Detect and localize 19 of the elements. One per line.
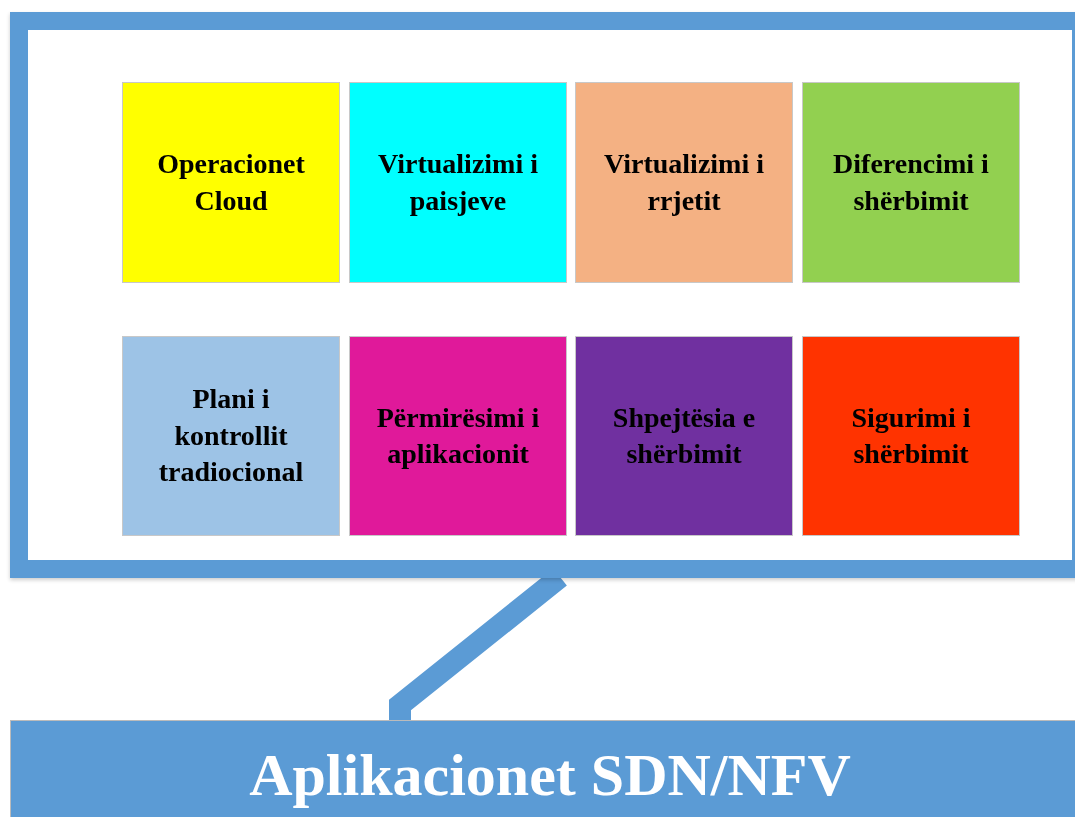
category-tile [349,336,567,536]
tile-label: Sigurimi i shërbimit [850,400,972,471]
category-tile [122,336,340,536]
category-tile [802,82,1020,283]
category-tile [122,82,340,283]
tile-label: Virtualizimi i paisjeve [377,147,539,218]
tile-label: Plani i kontrollit tradiocional [157,382,305,490]
tile-label: Përmirësimi i aplikacionit [375,400,541,471]
tile-label: Diferencimi i shërbimit [832,147,990,218]
callout-frame [10,12,1075,578]
category-tile [802,336,1020,536]
tile-label: Virtualizimi i rrjetit [603,147,765,218]
category-tile [575,336,793,536]
banner-title: Aplikacionet SDN/NFV [249,740,851,810]
category-tile [575,82,793,283]
tile-label: Shpejtësia e shërbimit [611,400,757,471]
tile-label: Operacionet Cloud [156,147,306,218]
category-tile [349,82,567,283]
title-banner [10,720,1075,817]
